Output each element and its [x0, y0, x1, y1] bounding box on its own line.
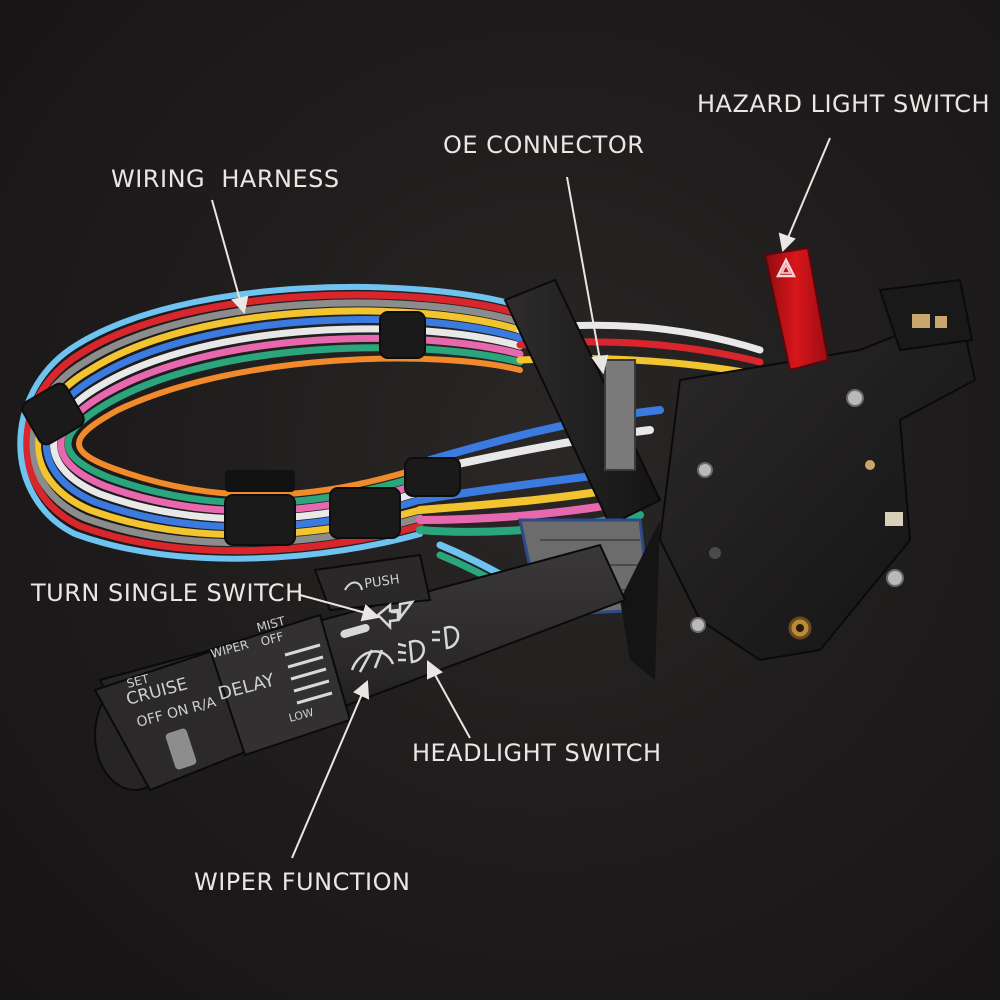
headlight-switch-label: HEADLIGHT SWITCH: [412, 739, 662, 767]
oe-connector-label: OE CONNECTOR: [443, 131, 645, 159]
delay-slider-marks: [284, 643, 333, 705]
low-beam-icon: [397, 639, 425, 664]
high-beam-icon: [432, 625, 460, 650]
turn-single-switch-label: TURN SINGLE SWITCH: [31, 579, 304, 607]
lever-low-label: LOW: [287, 706, 315, 725]
hazard-triangle-icon: [775, 257, 797, 278]
wiring-harness-label: WIRING HARNESS: [111, 165, 340, 193]
turn-arrow-icon: [376, 600, 415, 631]
lever-push-label: PUSH: [363, 572, 400, 592]
switch-housing: [620, 278, 977, 680]
multifunction-lever: SET CRUISE OFF ON R/A WIPER MIST OFF DEL…: [93, 543, 627, 792]
hazard-light-switch-label: HAZARD LIGHT SWITCH: [697, 90, 991, 118]
lever-set-label: SET: [125, 671, 151, 691]
wiper-function-label: WIPER FUNCTION: [194, 868, 411, 896]
callout-arrows: [211, 137, 831, 859]
wiper-icon: [350, 649, 395, 673]
hazard-button: [763, 246, 830, 372]
lever-off-label: OFF: [259, 629, 285, 649]
